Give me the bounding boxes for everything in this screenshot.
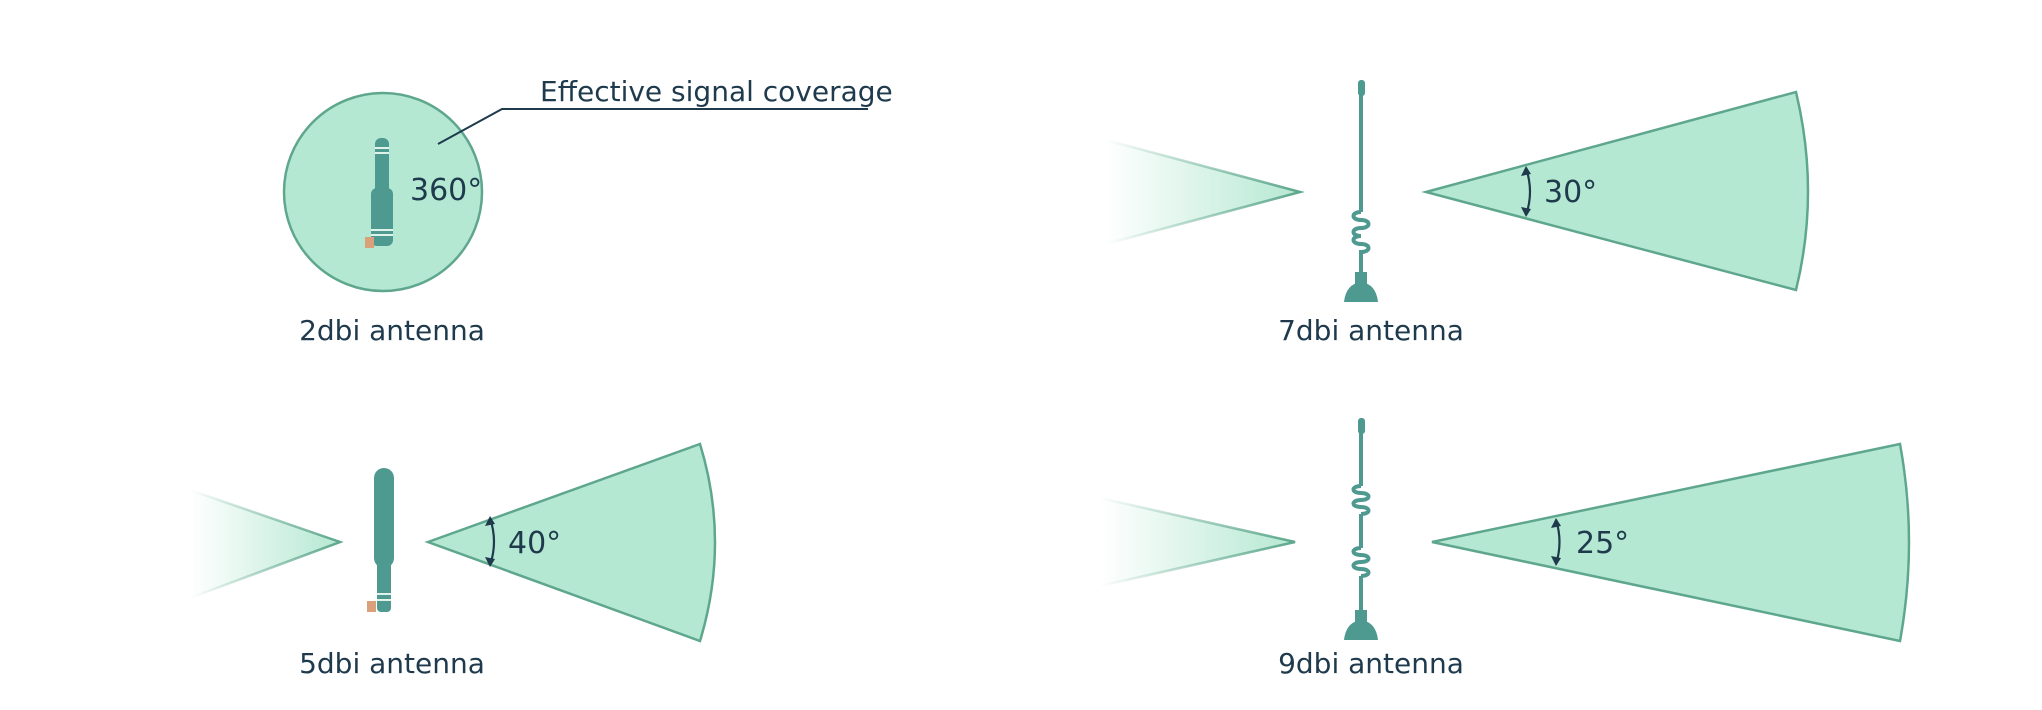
antenna-9dbi-icon [1344, 418, 1378, 640]
coverage-cone [1421, 90, 1810, 292]
back-lobe-edge [1099, 496, 1296, 588]
antenna-label: 9dbi antenna [1278, 647, 1464, 680]
coverage-angle: 30° [1544, 175, 1597, 210]
angle-arc-icon [485, 516, 496, 567]
antenna-label: 5dbi antenna [299, 647, 485, 680]
coverage-angle: 40° [508, 526, 561, 561]
coverage-angle: 25° [1576, 526, 1629, 561]
angle-arc-icon [1551, 518, 1561, 566]
antenna-label: 2dbi antenna [299, 314, 485, 347]
back-lobe-edge [1105, 138, 1305, 246]
connector-icon [365, 237, 374, 248]
panel-5dbi: 40° 5dbi antenna [189, 442, 717, 680]
back-lobe [1100, 498, 1295, 586]
antenna-7dbi-icon [1344, 80, 1378, 302]
antenna-5dbi-icon [367, 468, 394, 612]
panel-7dbi: 30° 7dbi antenna [1105, 80, 1810, 347]
back-lobe [190, 490, 340, 598]
connector-icon [367, 601, 376, 612]
antenna-label: 7dbi antenna [1278, 314, 1464, 347]
panel-2dbi: 360° 2dbi antenna Effective signal cover… [282, 75, 893, 347]
angle-arc-icon [1521, 166, 1532, 217]
coverage-cone [424, 442, 717, 643]
back-lobe [1106, 140, 1300, 244]
back-lobe-edge [189, 488, 344, 600]
antenna-2dbi-icon [365, 138, 393, 248]
callout-text: Effective signal coverage [540, 75, 893, 108]
panel-9dbi: 25° 9dbi antenna [1099, 418, 1911, 680]
coverage-angle: 360° [410, 173, 482, 208]
coverage-cone [1431, 442, 1911, 643]
callout-leader-line [437, 108, 868, 145]
